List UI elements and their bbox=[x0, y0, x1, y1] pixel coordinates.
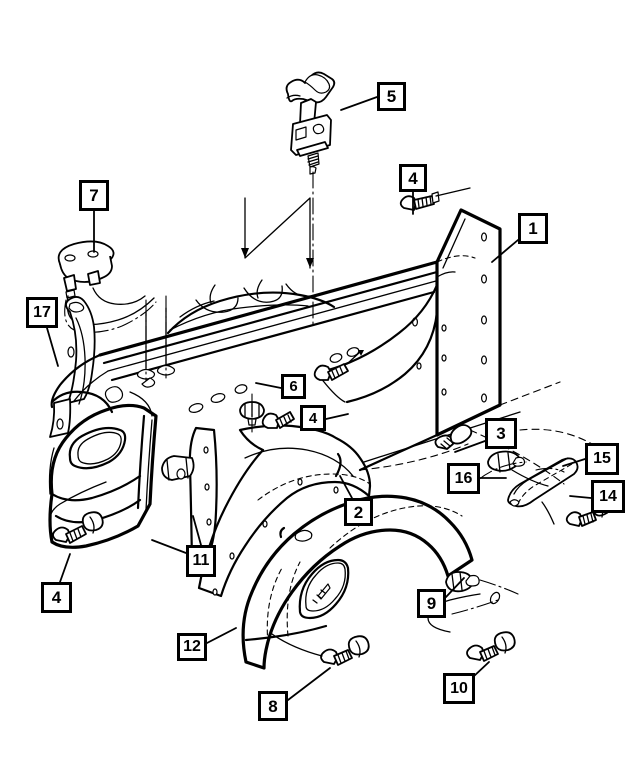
callout-9[interactable]: 9 bbox=[417, 589, 446, 618]
leader-line-bolt14 bbox=[541, 501, 555, 525]
callout-17[interactable]: 17 bbox=[26, 297, 58, 328]
callout-10[interactable]: 10 bbox=[443, 673, 475, 704]
callout-7[interactable]: 7 bbox=[79, 180, 109, 211]
part-7-hinge-plate bbox=[57, 240, 176, 388]
callout-number: 16 bbox=[454, 469, 473, 487]
callout-number: 4 bbox=[51, 588, 62, 607]
callout-number: 9 bbox=[426, 594, 437, 613]
bolt-part-8 bbox=[271, 633, 370, 666]
callout-4c[interactable]: 4 bbox=[41, 582, 72, 613]
callout-12[interactable]: 12 bbox=[177, 633, 207, 661]
callout-2[interactable]: 2 bbox=[344, 498, 373, 526]
callout-number: 2 bbox=[353, 502, 364, 522]
callout-number: 11 bbox=[192, 552, 210, 569]
callout-11[interactable]: 11 bbox=[186, 545, 216, 577]
part-14-flare-extension bbox=[507, 457, 579, 508]
callout-number: 14 bbox=[599, 487, 617, 505]
bolt-part-4-bottom bbox=[48, 481, 107, 544]
callout-1[interactable]: 1 bbox=[518, 213, 548, 244]
bolt-part-10 bbox=[427, 593, 516, 662]
bolt-part-4-middle bbox=[261, 411, 295, 429]
part-2-front-fender bbox=[197, 424, 372, 598]
callout-number: 3 bbox=[496, 424, 506, 443]
centerline-part15 bbox=[535, 467, 565, 473]
callout-number: 4 bbox=[308, 409, 318, 427]
callout-4a[interactable]: 4 bbox=[399, 164, 427, 192]
part-1-fender-inner-panel bbox=[98, 208, 502, 472]
bolt-part-6-and-4 bbox=[313, 350, 364, 381]
leader-line-extension bbox=[511, 469, 549, 487]
callout-8[interactable]: 8 bbox=[258, 691, 288, 721]
callout-number: 10 bbox=[450, 679, 468, 697]
callout-number: 7 bbox=[89, 186, 99, 205]
nut-part-6 bbox=[239, 393, 265, 433]
reference-line-top bbox=[499, 381, 561, 406]
callout-number: 1 bbox=[528, 219, 538, 238]
part-5-latch-assembly bbox=[285, 71, 336, 175]
reference-line-diag bbox=[469, 429, 565, 485]
callout-number: 6 bbox=[289, 378, 298, 395]
callout-16[interactable]: 16 bbox=[447, 463, 480, 494]
small-bracket bbox=[161, 455, 195, 481]
callout-number: 4 bbox=[408, 168, 418, 188]
callout-number: 15 bbox=[593, 450, 611, 467]
callout-number: 17 bbox=[33, 303, 51, 321]
assembly-arrow-part5 bbox=[244, 197, 311, 269]
callout-14[interactable]: 14 bbox=[591, 480, 625, 513]
callout-number: 5 bbox=[386, 87, 397, 106]
part-9-grommet bbox=[445, 571, 519, 595]
reference-line-right bbox=[519, 428, 593, 445]
callout-number: 12 bbox=[183, 638, 201, 655]
callout-3[interactable]: 3 bbox=[485, 418, 517, 449]
callout-15[interactable]: 15 bbox=[585, 443, 619, 475]
callout-6[interactable]: 6 bbox=[281, 374, 306, 399]
callout-number: 8 bbox=[268, 696, 278, 716]
callout-5[interactable]: 5 bbox=[377, 82, 406, 111]
part-17-support-brace bbox=[49, 296, 96, 438]
part-11-inner-liner bbox=[188, 426, 218, 564]
callout-4b[interactable]: 4 bbox=[300, 405, 326, 431]
